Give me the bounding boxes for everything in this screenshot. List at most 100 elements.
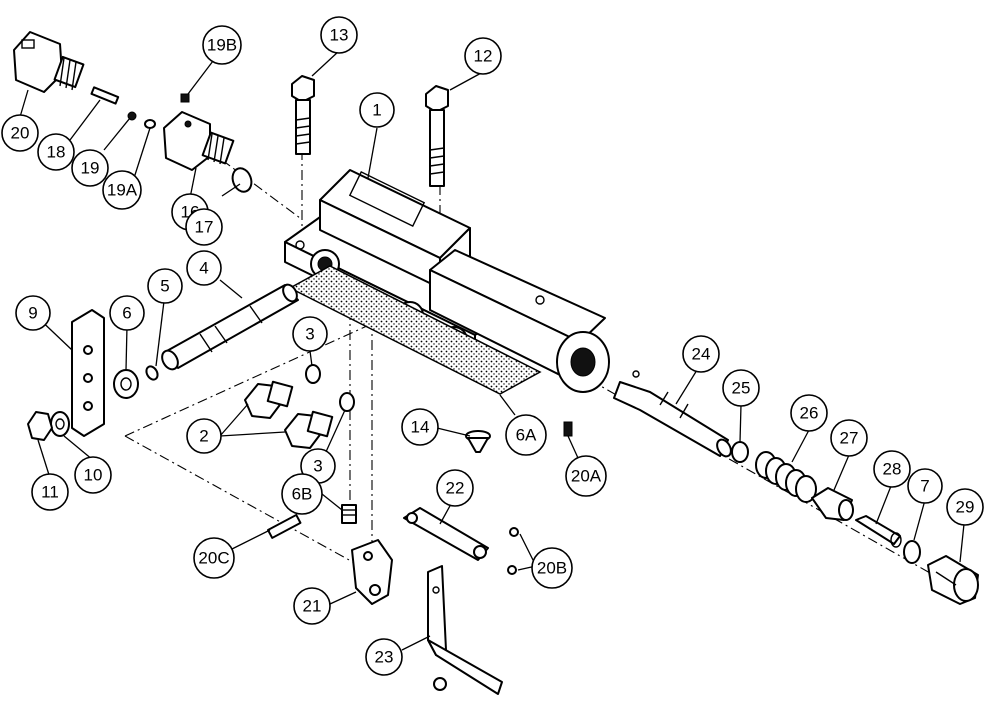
callout-7: 7 (907, 468, 943, 504)
callout-18: 18 (37, 133, 75, 171)
spool-washer (113, 369, 139, 399)
clip-20b-upper (509, 527, 519, 537)
callout-label: 27 (840, 429, 859, 448)
callout-22: 22 (436, 469, 474, 507)
callout-14: 14 (401, 408, 439, 446)
callout-19a: 19A (102, 170, 142, 210)
switch-adapter (163, 111, 235, 171)
callout-label: 20C (198, 549, 229, 568)
callout-label: 29 (956, 498, 975, 517)
detent-spool (613, 370, 732, 458)
callout-label: 10 (84, 466, 103, 485)
callout-label: 2 (199, 427, 208, 446)
callout-label: 20A (571, 467, 602, 486)
o-ring-3-upper (305, 364, 321, 384)
callout-17-visible: 17 (185, 208, 223, 246)
callout-24: 24 (682, 335, 720, 373)
plug-upper (244, 380, 294, 419)
callout-28: 28 (873, 450, 911, 488)
callout-1: 1 (359, 92, 395, 128)
roll-pin (266, 513, 302, 539)
callout-12: 12 (464, 37, 502, 75)
callout-label: 13 (330, 26, 349, 45)
callout-label: 28 (883, 460, 902, 479)
lock-washer (50, 411, 70, 437)
plug-lower (284, 410, 334, 449)
callout-label: 19B (207, 36, 237, 55)
small-spring (144, 119, 156, 129)
washer-25 (731, 441, 749, 463)
callout-label: 5 (160, 277, 169, 296)
hex-nut (27, 411, 53, 441)
detent-spring (755, 451, 817, 503)
callout-label: 19 (81, 159, 100, 178)
clip-20b-lower (507, 565, 517, 575)
callout-label: 6 (122, 304, 131, 323)
callout-label: 6A (516, 426, 537, 445)
bolt-13 (291, 75, 315, 155)
callout-label: 23 (375, 648, 394, 667)
callout-27: 27 (830, 419, 868, 457)
callout-4: 4 (186, 250, 222, 286)
callout-label: 14 (411, 418, 430, 437)
spring-seat (811, 487, 854, 521)
callout-label: 17 (195, 218, 214, 237)
switch-plunger (90, 86, 120, 105)
pressure-switch (13, 31, 85, 93)
callout-6a: 6A (505, 414, 547, 456)
o-ring-5 (145, 365, 159, 381)
o-ring-17 (231, 167, 253, 193)
plug-19b (180, 93, 190, 103)
callout-11: 11 (31, 473, 69, 511)
callout-label: 11 (41, 483, 59, 502)
callout-label: 20 (11, 124, 30, 143)
callout-21: 21 (293, 587, 331, 625)
lever-23 (427, 565, 503, 695)
callout-label: 6B (292, 485, 313, 504)
set-screw-20a (563, 421, 573, 437)
end-cap (927, 555, 979, 605)
callout-20: 20 (1, 114, 39, 152)
breather-14 (465, 430, 491, 453)
callout-label: 20B (537, 559, 567, 578)
callout-6: 6 (109, 295, 145, 331)
callout-label: 1 (372, 101, 381, 120)
callout-label: 25 (732, 379, 751, 398)
callout-label: 26 (800, 404, 819, 423)
housing-gasket (288, 265, 542, 395)
link-plate (71, 309, 105, 437)
callout-label: 4 (199, 259, 208, 278)
callout-25: 25 (722, 369, 760, 407)
callout-10: 10 (74, 456, 112, 494)
o-ring-7 (903, 540, 921, 564)
callout-label: 9 (28, 304, 37, 323)
callout-label: 12 (474, 47, 493, 66)
callout-6b: 6B (281, 473, 323, 515)
callout-label: 7 (920, 477, 929, 496)
callout-5: 5 (147, 268, 183, 304)
callout-label: 18 (47, 143, 66, 162)
callout-label: 21 (303, 597, 322, 616)
callout-20a: 20A (565, 455, 607, 497)
callout-20b: 20B (531, 547, 573, 589)
callout-label: 3 (305, 325, 314, 344)
callout-label: 19A (107, 181, 138, 200)
detent-stop (855, 515, 902, 548)
link-22 (403, 507, 489, 561)
callout-23: 23 (365, 638, 403, 676)
valve-spool (161, 283, 299, 371)
callout-label: 22 (446, 479, 465, 498)
callout-3-upper: 3 (292, 316, 328, 352)
callout-29: 29 (946, 488, 984, 526)
callout-19b: 19B (202, 25, 242, 65)
plug-6b (341, 504, 357, 524)
callout-20c: 20C (193, 537, 235, 579)
bolt-12 (425, 85, 449, 187)
callout-13: 13 (320, 16, 358, 54)
callout-label: 3 (313, 457, 322, 476)
callout-label: 24 (692, 345, 711, 364)
callout-19: 19 (71, 149, 109, 187)
callout-2: 2 (186, 418, 222, 454)
o-ring-3-lower (339, 392, 355, 412)
